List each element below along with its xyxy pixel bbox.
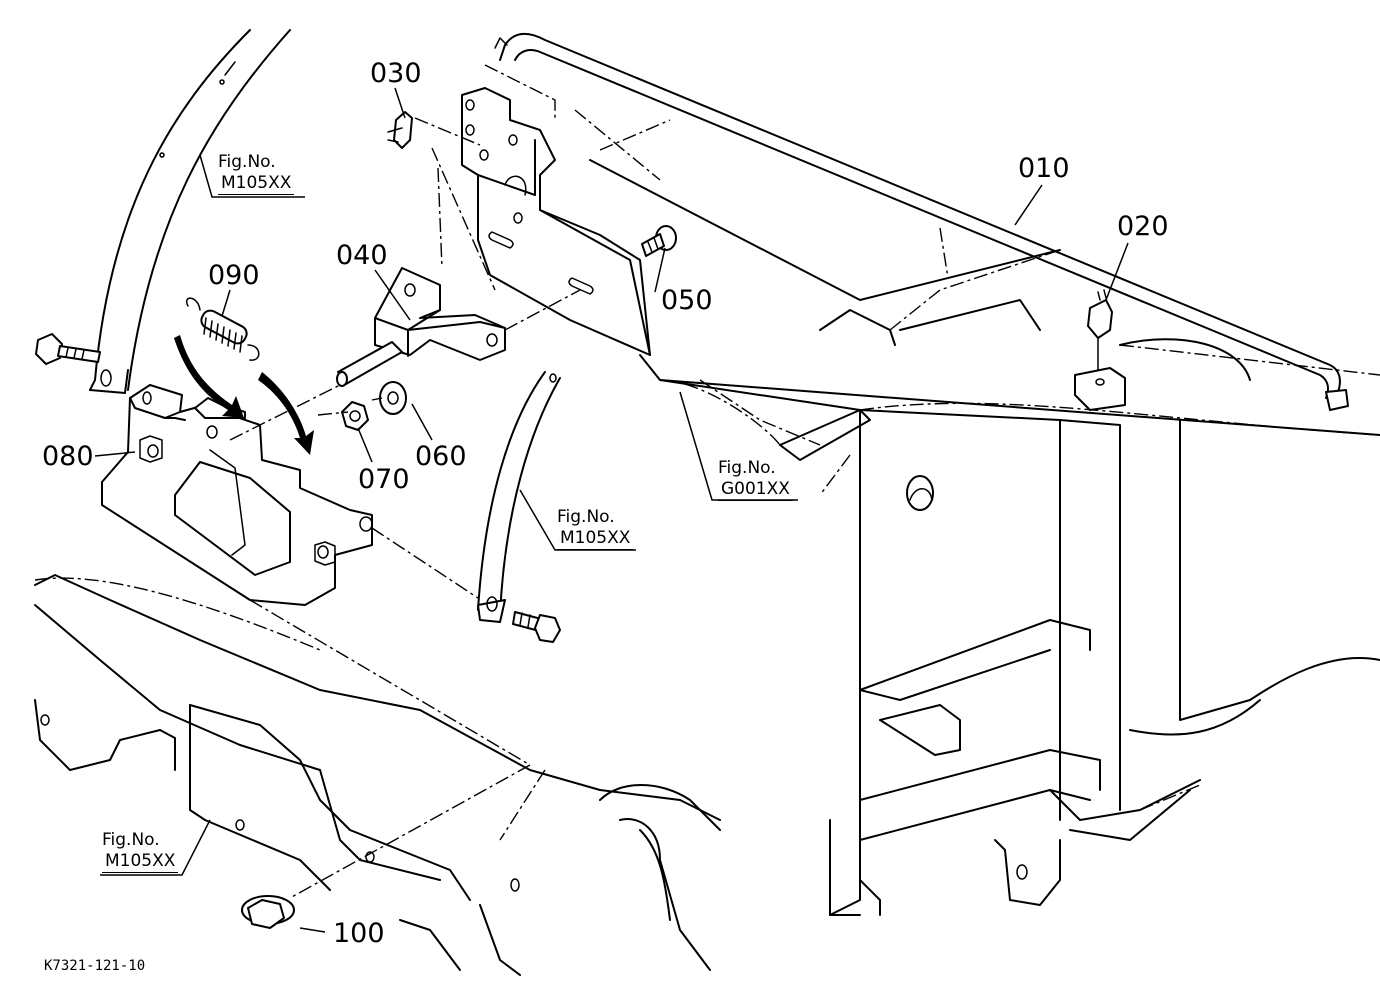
part-label-080: 080: [42, 441, 94, 472]
part-label-030: 030: [370, 58, 422, 89]
part-label-100: 100: [333, 918, 385, 949]
figure-ref-number: G001XX: [718, 479, 793, 501]
figure-ref-number: M105XX: [102, 851, 179, 873]
part-label-090: 090: [208, 260, 260, 291]
bracket-040: [336, 267, 506, 387]
spring-090: [185, 297, 260, 361]
latch-020: [1074, 289, 1126, 411]
assembly-arrows: [174, 335, 314, 455]
rod-010: [494, 32, 1349, 411]
figure-ref-number: M105XX: [557, 528, 634, 550]
figure-ref-middle: Fig.No. M105XX: [557, 507, 634, 550]
fender-bracket-top-left: [89, 29, 291, 394]
nut-070: [341, 401, 369, 431]
drawing-code: K7321-121-10: [44, 958, 146, 974]
figure-ref-frame: Fig.No. G001XX: [718, 458, 793, 501]
bolt-050: [641, 225, 677, 257]
part-label-050: 050: [661, 285, 713, 316]
lock-plate-080: [101, 384, 373, 606]
figure-ref-caption: Fig.No.: [102, 830, 160, 850]
fender-stay-middle: [477, 371, 561, 623]
part-label-010: 010: [1018, 153, 1070, 184]
figure-ref-caption: Fig.No.: [557, 507, 615, 527]
bolt-middle: [512, 611, 561, 643]
figure-ref-number: M105XX: [218, 173, 295, 195]
part-label-040: 040: [336, 240, 388, 271]
body-panel-bottom-left: [34, 574, 721, 976]
assembly-center-lines: [34, 64, 1380, 899]
figure-ref-bottom-left: Fig.No. M105XX: [102, 830, 179, 873]
figure-ref-top-left: Fig.No. M105XX: [218, 152, 295, 195]
bolt-100: [241, 895, 295, 929]
part-label-070: 070: [358, 464, 410, 495]
part-label-020: 020: [1117, 211, 1169, 242]
clip-030: [387, 111, 413, 149]
figure-ref-caption: Fig.No.: [218, 152, 276, 172]
bolt-left: [35, 333, 101, 365]
washer-060: [379, 381, 407, 415]
part-label-060: 060: [415, 441, 467, 472]
frame-bracket-upper: [461, 87, 651, 356]
figure-ref-caption: Fig.No.: [718, 458, 776, 478]
main-frame: [589, 159, 1380, 916]
